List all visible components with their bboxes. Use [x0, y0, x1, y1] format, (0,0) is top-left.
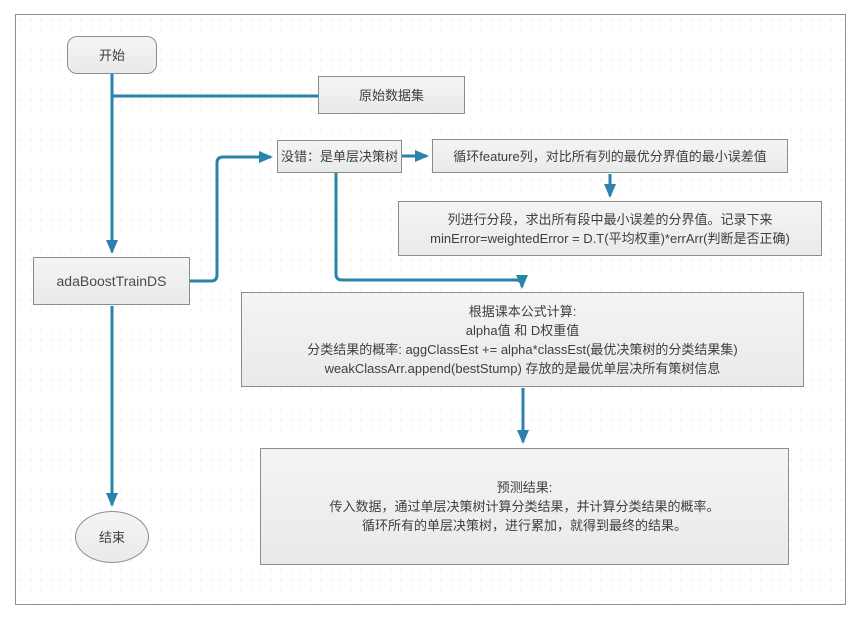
node-segment-min-error[interactable]: 列进行分段，求出所有段中最小误差的分界值。记录下来 minError=weigh… [398, 201, 822, 256]
node-start[interactable]: 开始 [67, 36, 157, 74]
formula-line-2: alpha值 和 D权重值 [465, 322, 580, 338]
node-start-label: 开始 [98, 47, 125, 63]
predict-line-1: 预测结果: [496, 480, 553, 495]
formula-line-1: 根据课本公式计算: [468, 303, 577, 319]
node-adaboost-train-ds[interactable]: adaBoostTrainDS [33, 257, 190, 305]
node-predict-result[interactable]: 预测结果: 传入数据，通过单层决策树计算分类结果，并计算分类结果的概率。 循环所… [260, 448, 789, 565]
node-adaboost-label: adaBoostTrainDS [56, 272, 167, 289]
formula-line-3: 分类结果的概率: aggClassEst += alpha*classEst(最… [307, 341, 738, 357]
node-original-dataset[interactable]: 原始数据集 [318, 76, 465, 114]
segment-line-2: minError=weightedError = D.T(平均权重)*errAr… [430, 230, 790, 246]
node-loop-feature-label: 循环feature列，对比所有列的最优分界值的最小误差值 [453, 148, 767, 164]
predict-line-2: 传入数据，通过单层决策树计算分类结果，并计算分类结果的概率。 [329, 499, 720, 514]
node-dataset-label: 原始数据集 [358, 87, 424, 103]
node-end-label: 结束 [98, 529, 125, 545]
formula-line-4: weakClassArr.append(bestStump) 存放的是最优单层决… [324, 360, 721, 376]
node-end[interactable]: 结束 [75, 511, 149, 563]
node-decision-stump[interactable]: 没错：是单层决策树 [277, 140, 402, 173]
predict-line-3: 循环所有的单层决策树，进行累加，就得到最终的结果。 [361, 518, 687, 533]
node-loop-feature[interactable]: 循环feature列，对比所有列的最优分界值的最小误差值 [432, 139, 788, 173]
segment-line-1: 列进行分段，求出所有段中最小误差的分界值。记录下来 [447, 211, 773, 227]
node-stump-label: 没错：是单层决策树 [280, 149, 398, 164]
node-formula-calc[interactable]: 根据课本公式计算: alpha值 和 D权重值 分类结果的概率: aggClas… [241, 292, 804, 387]
